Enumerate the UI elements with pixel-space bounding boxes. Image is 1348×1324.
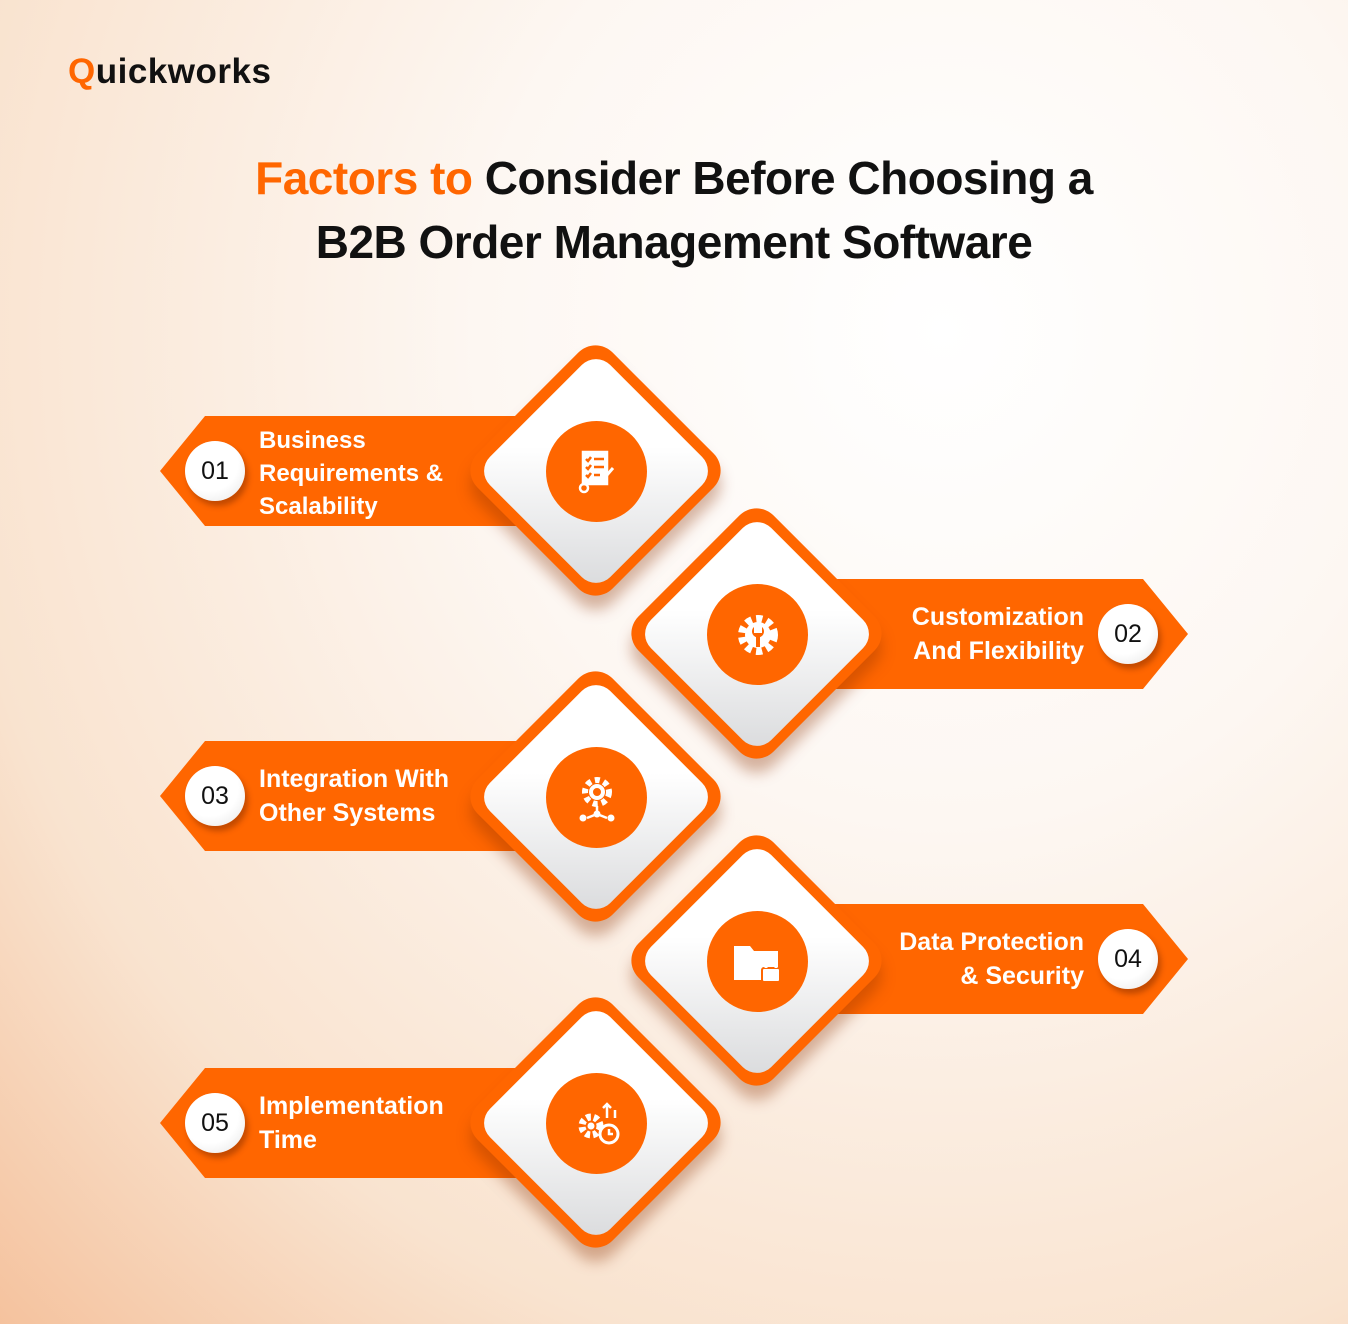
factor-number-badge: 03 xyxy=(185,766,245,826)
factor-number-badge: 01 xyxy=(185,441,245,501)
factor-number-badge: 04 xyxy=(1098,929,1158,989)
gear-network-icon xyxy=(546,747,647,848)
quickworks-logo: Quickworks xyxy=(68,52,272,91)
gear-clock-icon xyxy=(546,1073,647,1174)
page-title: Factors to Consider Before Choosing a B2… xyxy=(255,152,1093,268)
folder-lock-icon xyxy=(707,911,808,1012)
factor-number-badge: 02 xyxy=(1098,604,1158,664)
factor-label: Data Protection& Security xyxy=(899,928,1084,990)
gear-wrench-icon xyxy=(707,584,808,685)
factor-number-badge: 05 xyxy=(185,1093,245,1153)
checklist-icon xyxy=(546,421,647,522)
